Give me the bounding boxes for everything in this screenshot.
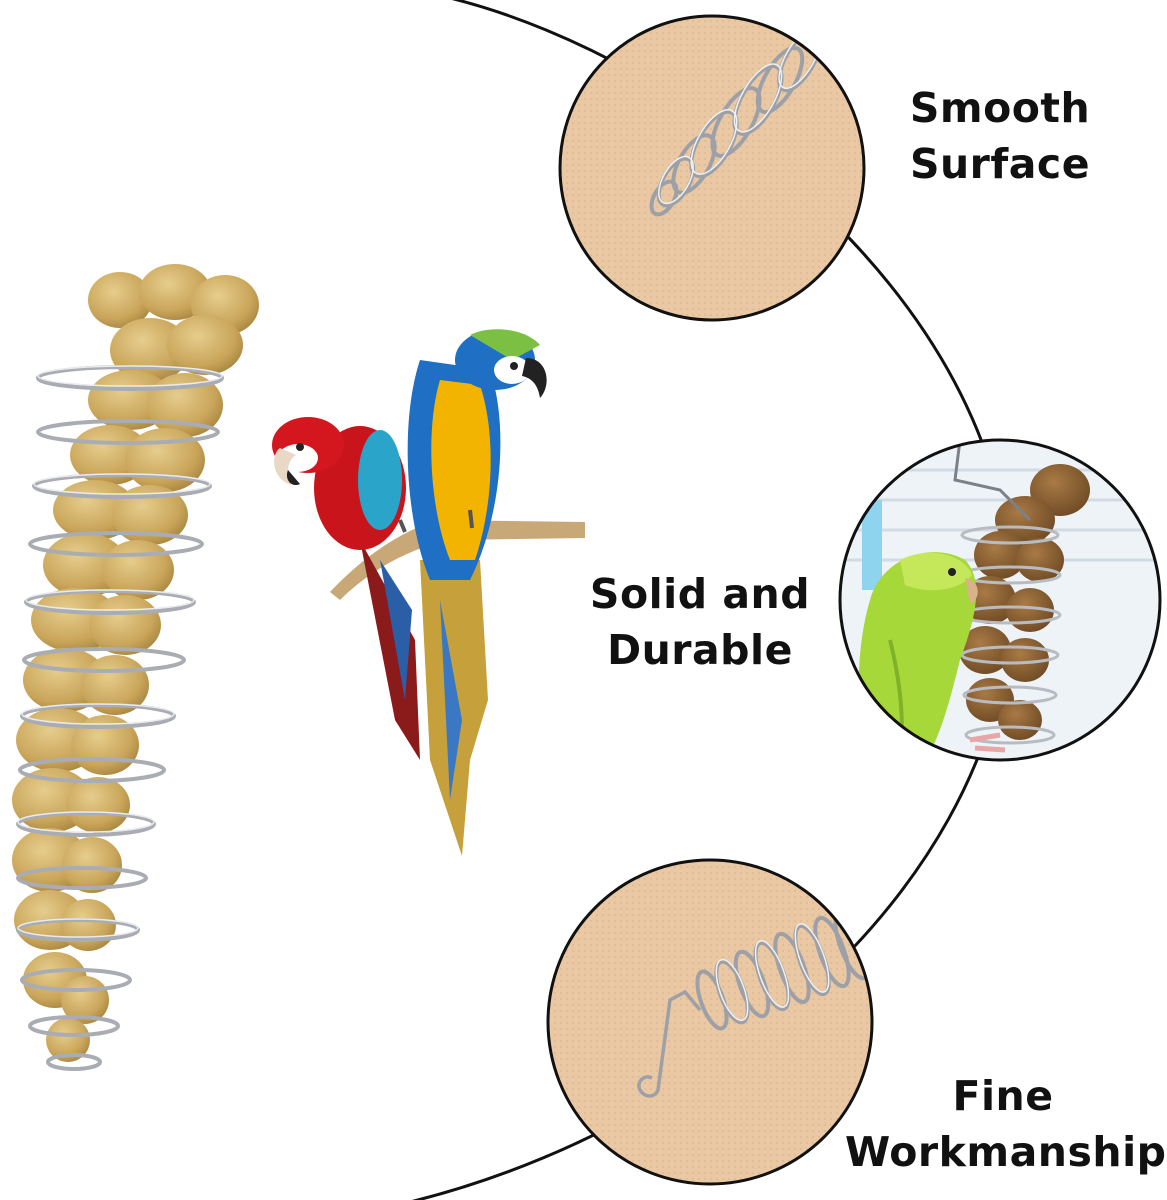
feature-label-line2: Workmanship [845,1128,1167,1176]
feature-label-solid-durable: Solid and Durable [580,566,820,678]
millet-spray-feeder-illustration [0,264,440,1085]
feature-label-line2: Durable [607,626,793,674]
feature-label-smooth-surface: Smooth Surface [895,80,1105,192]
feature-label-line1: Fine [952,1072,1054,1120]
feature-label-line1: Solid and [589,570,811,618]
feature-label-line2: Surface [909,140,1091,188]
macaw-pair-illustration [272,329,585,856]
spring-hook-closeup-icon [548,860,872,1184]
feature-label-line1: Smooth [909,84,1091,132]
spring-closeup-icon [560,16,864,320]
budgie-feeding-icon [840,440,1160,760]
feature-label-fine-workmanship: Fine Workmanship [845,1068,1167,1180]
